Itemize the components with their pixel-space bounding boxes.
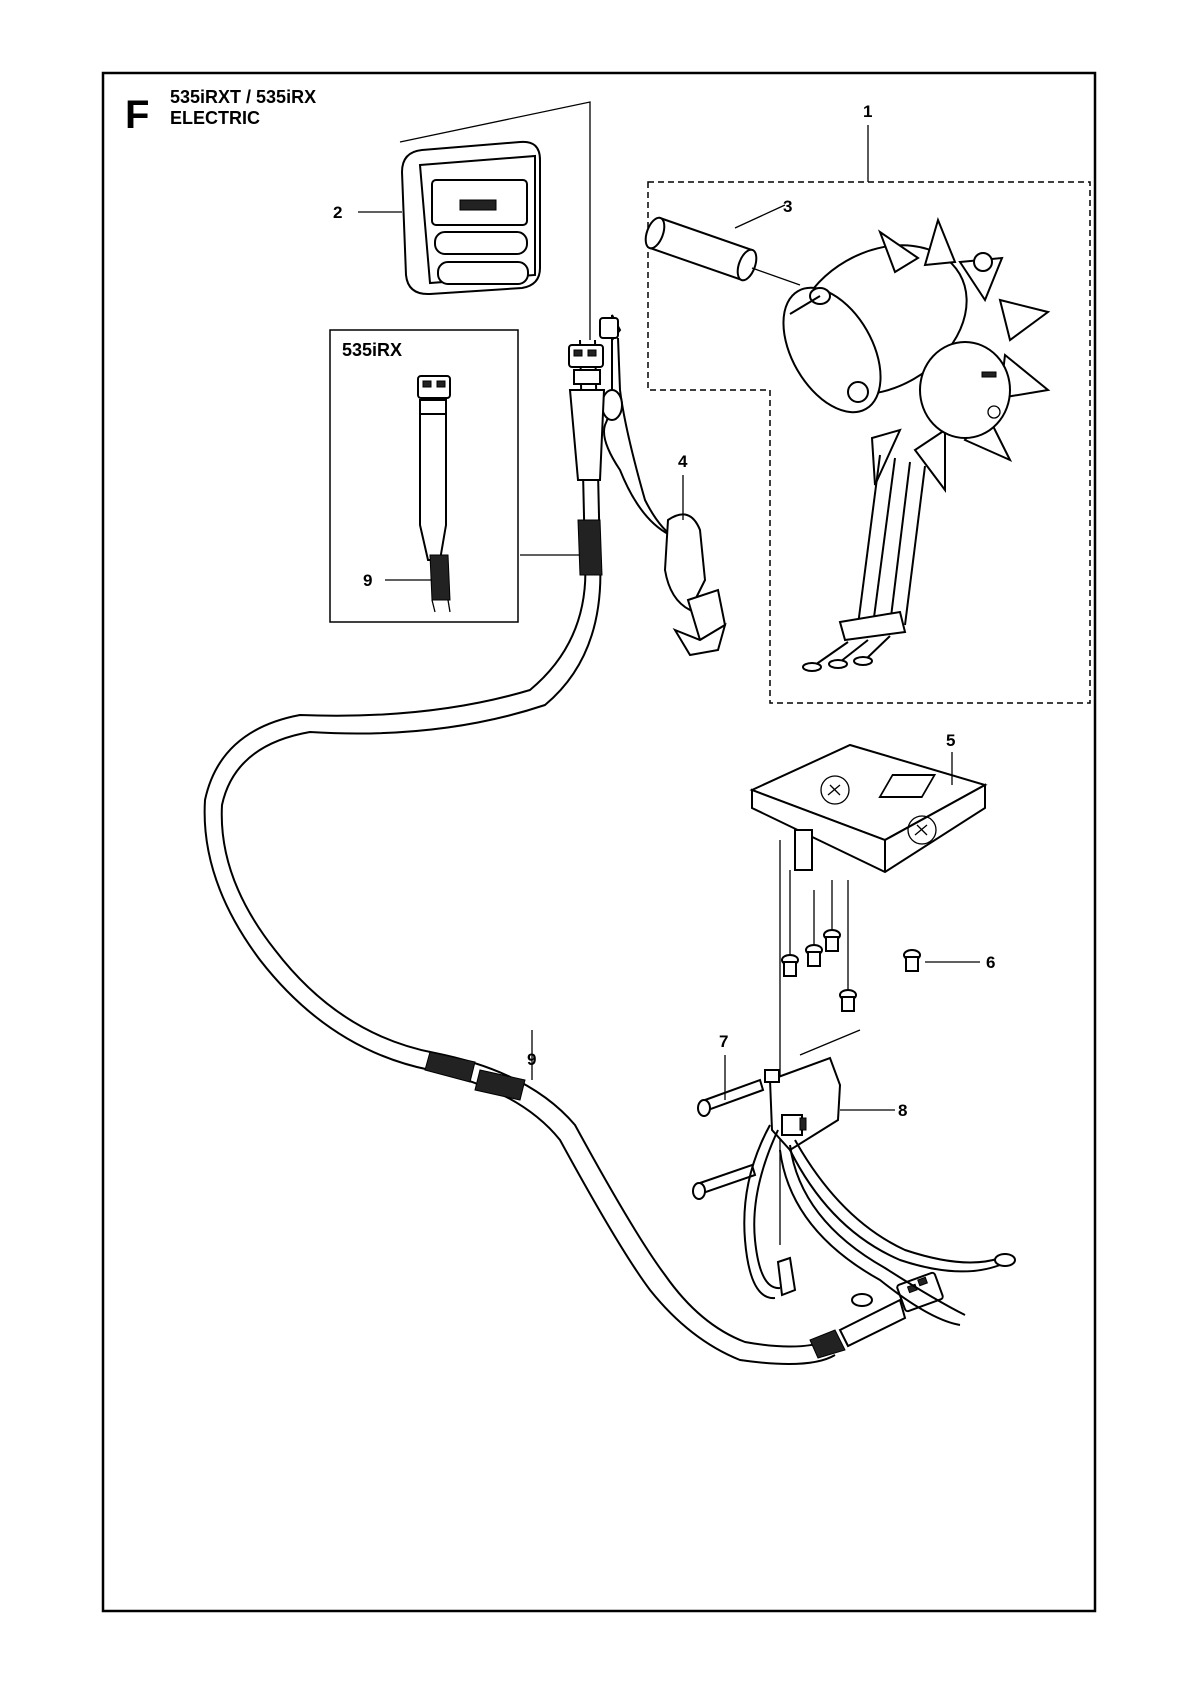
callout-7: 7 [719,1032,728,1051]
callout-4: 4 [678,452,688,471]
part-1-motor-assembly [647,125,1091,704]
callout-2: 2 [333,203,342,222]
part-3-sleeve [644,204,801,286]
part-9-wiring-harness [203,339,944,1365]
section-letter: F [125,93,149,137]
motor-group-dashed-box [647,181,1091,704]
callout-9-main: 9 [527,1050,536,1069]
callout-5: 5 [946,731,955,750]
callout-9-inset: 9 [363,571,372,590]
part-2-control-panel [358,101,591,340]
callout-3: 3 [783,197,792,216]
callout-1: 1 [863,102,872,121]
part-6-screws [781,870,980,1012]
inset-title: 535iRX [342,340,402,360]
motor-wires [802,454,926,672]
callout-6: 6 [986,953,995,972]
motor-fan [870,216,1051,493]
diagram-subtitle: ELECTRIC [170,108,260,128]
part-7-bolts [692,1055,765,1200]
part-4-switch [599,314,727,657]
part-8-bracket [743,840,1016,1326]
callout-8: 8 [898,1101,907,1120]
part-5-control-unit [749,743,988,874]
model-line: 535iRXT / 535iRX [170,87,316,107]
page-frame [101,71,1097,1613]
inset-box [329,329,519,623]
inset-535irx: 535iRX [329,329,519,623]
